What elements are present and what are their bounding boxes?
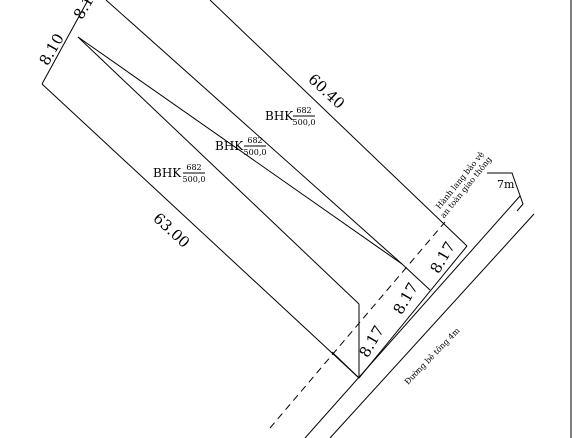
parcel-label-3: BHK 682 500,0 (265, 106, 315, 127)
corridor-boundary-dashed (269, 221, 446, 429)
parcel-code: BHK (265, 109, 294, 123)
lot-boundary-right (209, 0, 468, 247)
front-boundary-left-tip (331, 351, 360, 379)
dim-side-left: 63.00 (150, 209, 194, 251)
lot-division-2-front (401, 263, 431, 291)
lot-boundary-mid-left (77, 36, 403, 265)
parcel-number: 682 (186, 163, 201, 172)
corridor-width-label: 7m (497, 178, 515, 191)
road-label: Đường bê tông 4m (403, 326, 462, 387)
dim-rear-2: 8.1 (70, 0, 98, 22)
parcel-code: BHK (153, 166, 182, 180)
dim-rear-1: 8.10 (36, 31, 68, 69)
lot-division-1 (77, 36, 360, 305)
parcel-label-1: BHK 682 500,0 (153, 163, 205, 184)
parcel-code: BHK (215, 139, 244, 153)
parcel-area: 500,0 (244, 148, 267, 157)
rear-boundary (41, 0, 89, 85)
front-boundary (358, 245, 468, 379)
dim-front-1: 8.17 (356, 323, 388, 361)
lot-boundary-left (41, 83, 360, 379)
parcel-number: 682 (296, 106, 311, 115)
parcel-label-2: BHK 682 500,0 (215, 136, 266, 157)
road-edge-far (329, 213, 535, 438)
corridor-width-leader (487, 172, 524, 212)
parcel-area: 500,0 (293, 118, 316, 127)
parcel-number: 682 (247, 136, 262, 145)
lot-boundary-mid-left-extension (105, 0, 403, 265)
road-edge-near (304, 195, 521, 438)
parcel-area: 500,0 (183, 175, 206, 184)
